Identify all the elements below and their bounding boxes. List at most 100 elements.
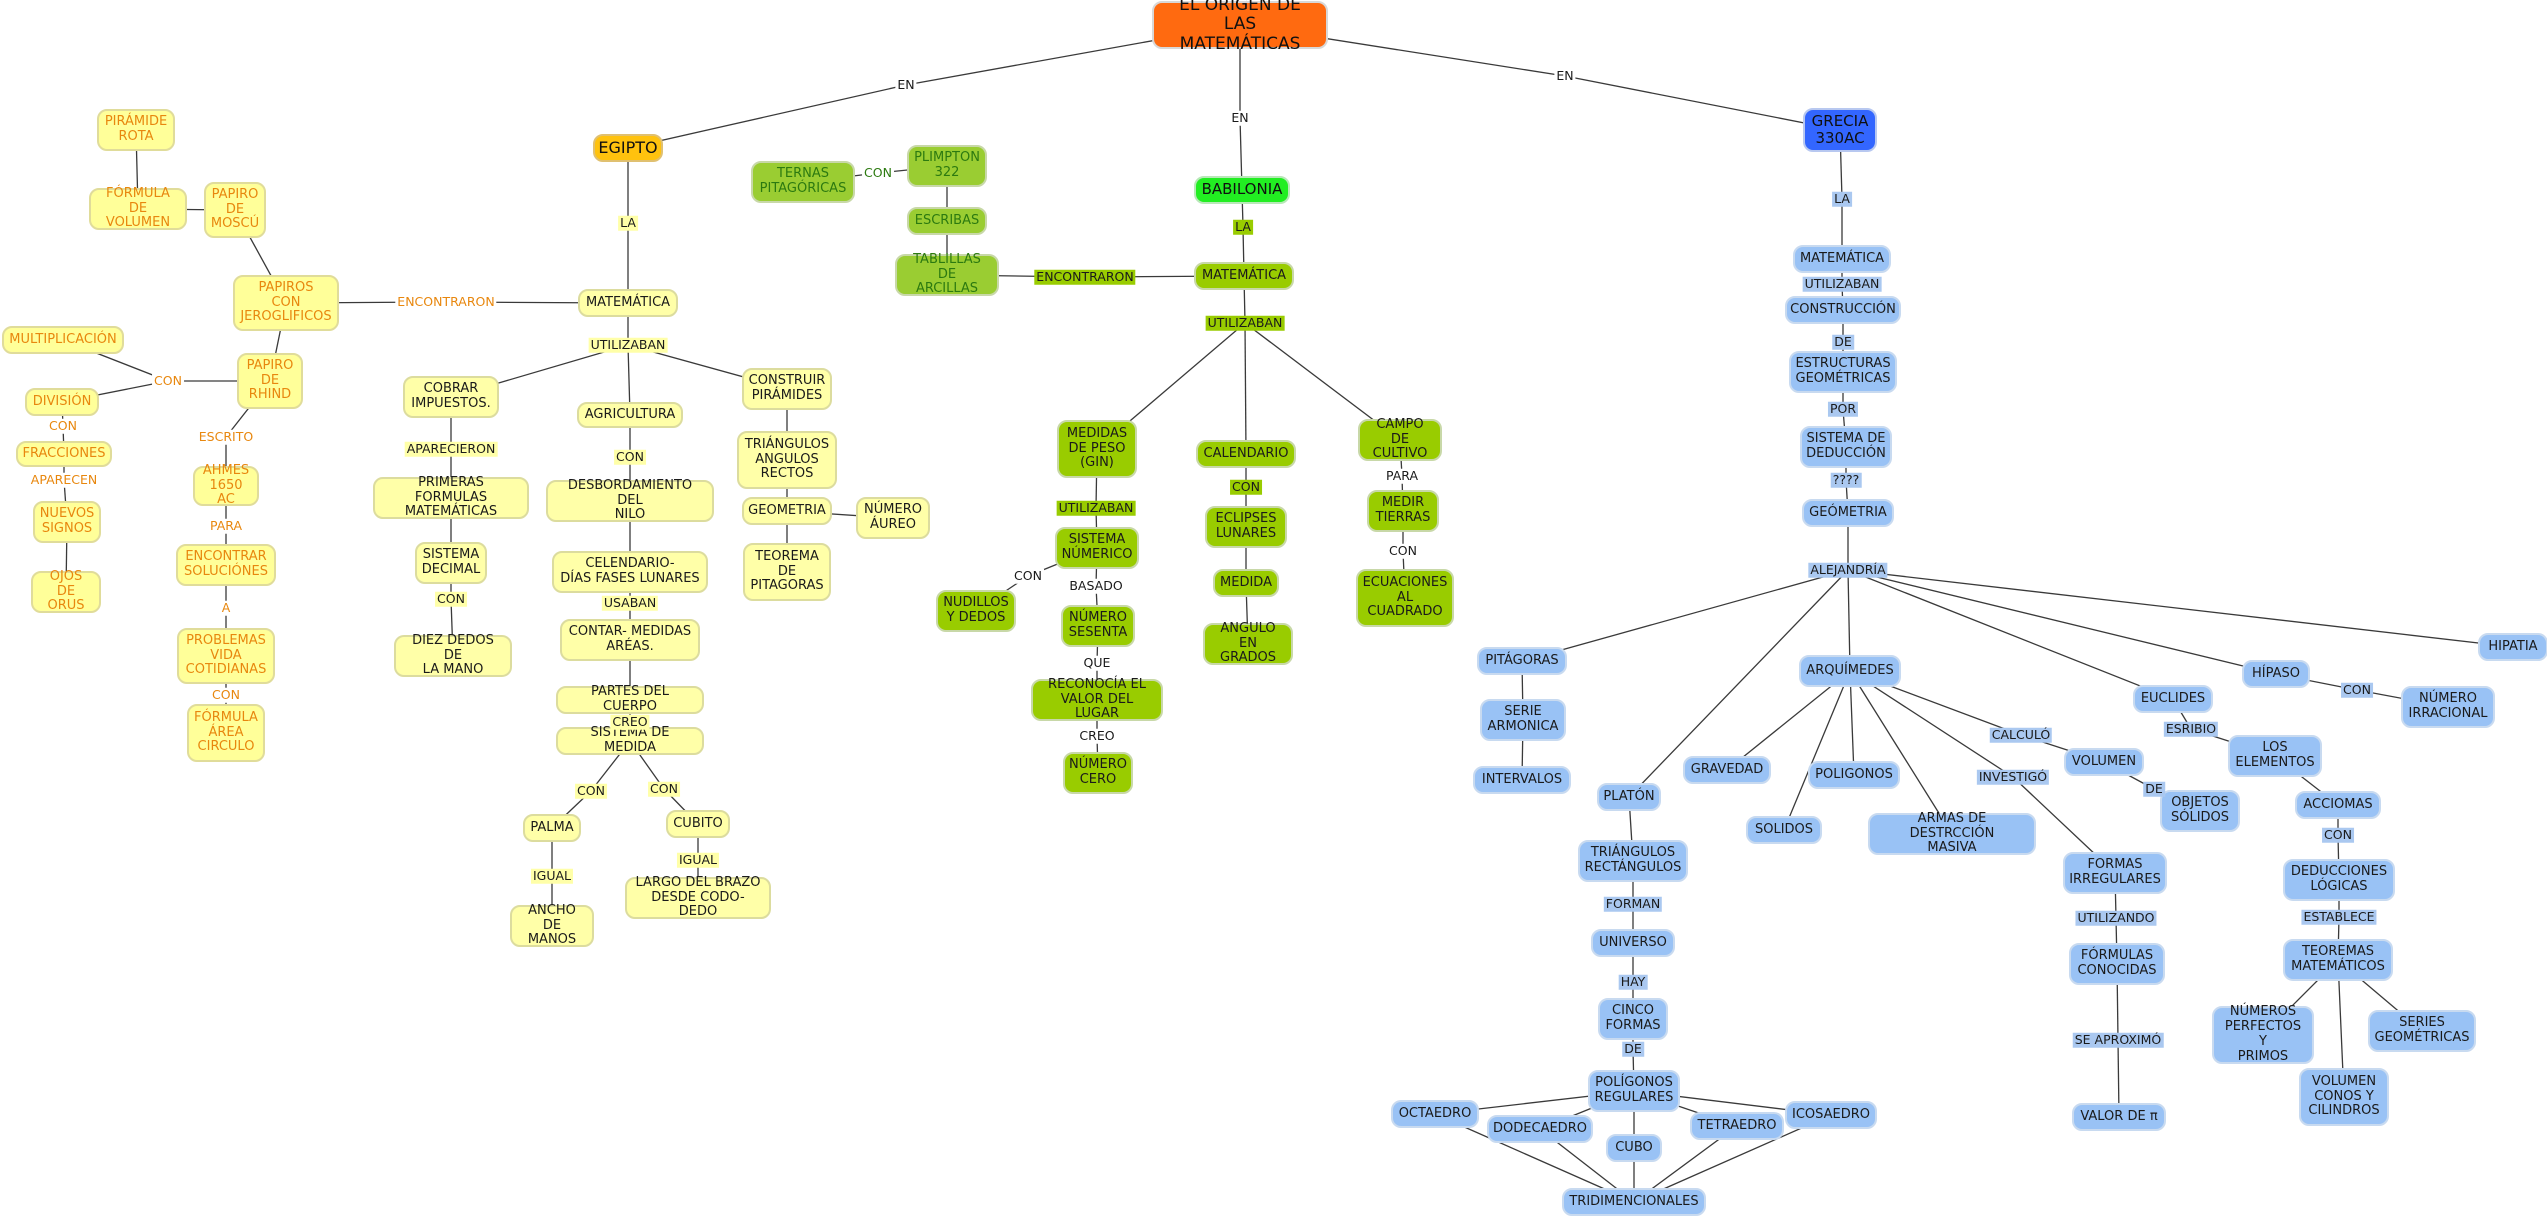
concept-node-reconocia[interactable]: RECONOCÍA EL VALOR DEL LUGAR xyxy=(1031,677,1163,721)
concept-node-pitagoras[interactable]: PITÁGORAS xyxy=(1477,647,1567,675)
concept-node-diez-dedos[interactable]: DIEZ DEDOS DE LA MANO xyxy=(394,633,512,677)
concept-node-ecuaciones[interactable]: ECUACIONES AL CUADRADO xyxy=(1356,569,1454,627)
concept-node-construccion[interactable]: CONSTRUCCIÓN xyxy=(1785,296,1901,324)
concept-node-euclides[interactable]: EUCLIDES xyxy=(2133,685,2213,713)
concept-node-agricultura[interactable]: AGRICULTURA xyxy=(577,402,683,428)
concept-node-formulas-conocidas[interactable]: FÓRMULAS CONOCIDAS xyxy=(2069,943,2165,985)
concept-node-solidos[interactable]: SOLIDOS xyxy=(1746,816,1822,844)
concept-node-deducciones[interactable]: DEDUCCIONES LÓGICAS xyxy=(2283,859,2395,901)
concept-node-hipaso[interactable]: HÍPASO xyxy=(2242,660,2310,688)
concept-node-primeras-formulas[interactable]: PRIMERAS FORMULAS MATEMÁTICAS xyxy=(373,475,529,519)
concept-node-angulo-grados[interactable]: ANGULO EN GRADOS xyxy=(1203,621,1293,665)
concept-node-largo-brazo[interactable]: LARGO DEL BRAZO DESDE CODO- DEDO xyxy=(625,875,771,919)
link-label-hay: HAY xyxy=(1618,973,1648,990)
concept-node-teorema-pit-eg[interactable]: TEOREMA DE PITAGORAS xyxy=(743,543,831,601)
concept-node-geometria-gr[interactable]: GEÓMETRIA xyxy=(1802,499,1894,527)
concept-node-numeros-perfectos[interactable]: NÚMEROS PERFECTOS Y PRIMOS xyxy=(2212,1004,2314,1064)
concept-node-tetraedro[interactable]: TETRAEDRO xyxy=(1690,1112,1784,1140)
concept-node-babilonia[interactable]: BABILONIA xyxy=(1194,176,1290,204)
link-label-creo-bab: CREO xyxy=(1077,727,1117,744)
concept-node-poligonos-reg[interactable]: POLÍGONOS REGULARES xyxy=(1588,1070,1680,1112)
concept-node-cubo[interactable]: CUBO xyxy=(1606,1134,1662,1162)
concept-node-escribas[interactable]: ESCRIBAS xyxy=(907,207,987,235)
concept-node-triangulos-rect[interactable]: TRIÁNGULOS RECTÁNGULOS xyxy=(1578,840,1688,882)
concept-node-plimpton[interactable]: PLIMPTON 322 xyxy=(907,145,987,187)
concept-node-formas-irregulares[interactable]: FORMAS IRREGULARES xyxy=(2063,852,2167,894)
concept-node-numero-irracional[interactable]: NÚMERO IRRACIONAL xyxy=(2401,686,2495,728)
concept-node-estructuras[interactable]: ESTRUCTURAS GEOMÉTRICAS xyxy=(1789,351,1897,393)
concept-node-grecia[interactable]: GRECIA 330AC xyxy=(1803,108,1877,152)
concept-node-ahmes[interactable]: AHMES 1650 AC xyxy=(193,463,259,507)
concept-node-acciomas[interactable]: ACCIOMAS xyxy=(2295,791,2381,819)
concept-node-icosaedro[interactable]: ICOSAEDRO xyxy=(1785,1101,1877,1129)
concept-node-valor-pi[interactable]: VALOR DE π xyxy=(2072,1103,2166,1131)
concept-node-eclipses[interactable]: ECLIPSES LUNARES xyxy=(1205,506,1287,548)
concept-node-octaedro[interactable]: OCTAEDRO xyxy=(1391,1100,1479,1128)
concept-node-volumen[interactable]: VOLUMEN xyxy=(2064,748,2144,776)
concept-node-los-elementos[interactable]: LOS ELEMENTOS xyxy=(2228,735,2322,777)
concept-node-ternas[interactable]: TERNAS PITAGÓRICAS xyxy=(751,161,855,203)
concept-node-sistema-numerico[interactable]: SISTEMA NÚMERICO xyxy=(1055,527,1139,569)
concept-node-mat-babilonia[interactable]: MATEMÁTICA xyxy=(1194,262,1294,290)
concept-node-medida-bab[interactable]: MEDIDA xyxy=(1213,569,1279,597)
concept-node-medidas-peso[interactable]: MEDIDAS DE PESO (GIN) xyxy=(1057,420,1137,478)
concept-node-desbordamiento[interactable]: DESBORDAMIENTO DEL NILO xyxy=(546,478,714,522)
concept-node-mat-grecia[interactable]: MATEMÁTICA xyxy=(1793,245,1891,273)
concept-node-numero-cero[interactable]: NÚMERO CERO xyxy=(1063,752,1133,794)
concept-node-series-geo[interactable]: SERIES GEOMÉTRICAS xyxy=(2368,1010,2476,1052)
concept-node-cubito[interactable]: CUBITO xyxy=(666,810,730,838)
concept-node-dodecaedro[interactable]: DODECAEDRO xyxy=(1487,1115,1593,1143)
concept-node-numero-aureo[interactable]: NÚMERO ÁUREO xyxy=(856,497,930,539)
concept-node-palma[interactable]: PALMA xyxy=(523,814,581,842)
concept-node-triangulos-ang[interactable]: TRIÁNGULOS ANGULOS RECTOS xyxy=(737,431,837,489)
concept-node-formula-area[interactable]: FÓRMULA ÁREA CIRCULO xyxy=(187,704,265,762)
concept-node-nudillos[interactable]: NUDILLOS Y DEDOS xyxy=(936,590,1016,632)
concept-node-numero-sesenta[interactable]: NÚMERO SESENTA xyxy=(1061,605,1135,647)
concept-node-volumen-conos[interactable]: VOLUMEN CONOS Y CILINDROS xyxy=(2299,1068,2389,1126)
concept-node-formula-volumen[interactable]: FÓRMULA DE VOLUMEN xyxy=(89,186,187,230)
concept-node-papiro-rhind[interactable]: PAPIRO DE RHIND xyxy=(237,353,303,409)
concept-node-poligonos[interactable]: POLIGONOS xyxy=(1808,761,1900,789)
concept-node-objetos-solidos[interactable]: OBJETOS SÓLIDOS xyxy=(2160,790,2240,832)
concept-node-nuevos-signos[interactable]: NUEVOS SIGNOS xyxy=(33,501,101,543)
concept-node-egipto[interactable]: EGIPTO xyxy=(593,134,663,162)
concept-node-intervalos[interactable]: INTERVALOS xyxy=(1473,766,1571,794)
concept-node-sistema-deduccion[interactable]: SISTEMA DE DEDUCCIÓN xyxy=(1800,426,1892,468)
concept-node-tridimensionales[interactable]: TRIDIMENCIONALES xyxy=(1562,1188,1706,1216)
connector-arquimedes-to-gravedad xyxy=(1726,670,1851,771)
concept-node-arquimedes[interactable]: ARQUÍMEDES xyxy=(1799,655,1901,687)
concept-node-calendario-bab[interactable]: CALENDARIO xyxy=(1196,440,1296,468)
concept-node-multiplicacion[interactable]: MULTIPLICACIÓN xyxy=(2,326,124,354)
concept-node-platon[interactable]: PLATÓN xyxy=(1597,783,1661,811)
concept-node-universo[interactable]: UNIVERSO xyxy=(1591,929,1675,957)
concept-node-gravedad[interactable]: GRAVEDAD xyxy=(1683,756,1771,784)
concept-node-teoremas[interactable]: TEOREMAS MATEMÁTICOS xyxy=(2283,939,2393,981)
concept-node-partes-cuerpo[interactable]: PARTES DEL CUERPO xyxy=(556,684,704,714)
connector-l-alejandria-to-euclides xyxy=(1847,569,2174,700)
concept-node-ojos-orus[interactable]: OJOS DE ORUS xyxy=(31,569,101,613)
concept-node-medir-tierras[interactable]: MEDIR TIERRAS xyxy=(1367,490,1439,532)
concept-node-problemas-vida[interactable]: PROBLEMAS VIDA COTIDIANAS xyxy=(177,628,275,684)
concept-node-contar-medidas[interactable]: CONTAR- MEDIDAS ARÉAS. xyxy=(560,619,700,661)
concept-node-geometria-eg[interactable]: GEOMETRIA xyxy=(742,497,832,525)
concept-node-sistema-medida[interactable]: SISTEMA DE MEDIDA xyxy=(556,725,704,755)
concept-node-mat-egipto[interactable]: MATEMÁTICA xyxy=(578,289,678,317)
concept-node-cobrar[interactable]: COBRAR IMPUESTOS. xyxy=(403,376,499,418)
concept-node-papiros-jero[interactable]: PAPIROS CON JEROGLIFICOS xyxy=(233,275,339,331)
concept-node-serie-armonica[interactable]: SERIE ARMONICA xyxy=(1480,699,1566,741)
concept-node-hipatia[interactable]: HIPATIA xyxy=(2478,633,2547,661)
concept-node-piramide-rota[interactable]: PIRÁMIDE ROTA xyxy=(97,109,175,151)
concept-node-construir-piramides[interactable]: CONSTRUIR PIRÁMIDES xyxy=(742,368,832,410)
concept-node-sistema-decimal[interactable]: SISTEMA DECIMAL xyxy=(415,542,487,584)
concept-node-ancho-manos[interactable]: ANCHO DE MANOS xyxy=(510,903,594,947)
concept-node-campo-cultivo[interactable]: CAMPO DE CULTIVO xyxy=(1358,417,1442,461)
concept-node-tablillas[interactable]: TABLILLAS DE ARCILLAS xyxy=(895,252,999,296)
concept-node-papiro-moscu[interactable]: PAPIRO DE MOSCÚ xyxy=(204,182,266,238)
concept-node-encontrar-sol[interactable]: ENCONTRAR SOLUCIÓNES xyxy=(176,544,276,586)
concept-node-calendario-eg[interactable]: CELENDARIO- DÍAS FASES LUNARES xyxy=(552,551,708,593)
concept-node-fracciones[interactable]: FRACCIONES xyxy=(16,441,112,467)
concept-node-root[interactable]: EL ORIGEN DE LAS MATEMÁTICAS xyxy=(1152,0,1328,54)
concept-node-division[interactable]: DIVISIÓN xyxy=(25,388,99,416)
concept-node-cinco-formas[interactable]: CINCO FORMAS xyxy=(1598,998,1668,1040)
concept-node-armas[interactable]: ARMAS DE DESTRCCIÓN MASIVA xyxy=(1868,811,2036,855)
